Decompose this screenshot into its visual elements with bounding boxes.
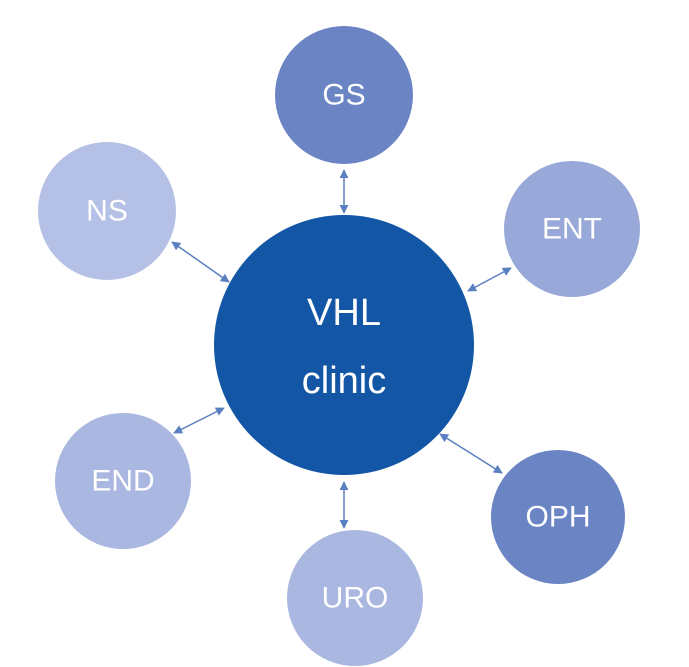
- node-oph-label: OPH: [525, 501, 590, 534]
- node-ent-circle: [504, 161, 640, 297]
- connector-oph: [439, 433, 503, 474]
- node-ns: NS: [38, 142, 176, 280]
- node-ns-circle: [38, 142, 176, 280]
- node-gs-label: GS: [322, 79, 365, 112]
- node-gs-circle: [275, 26, 413, 164]
- connector-ns: [171, 241, 230, 283]
- node-end-circle: [55, 413, 191, 549]
- connector-end: [173, 407, 225, 434]
- connector-ent: [467, 267, 512, 292]
- center-label-line1: VHL: [307, 292, 381, 334]
- node-ent-label: ENT: [542, 213, 602, 246]
- center-label-line2: clinic: [302, 360, 386, 402]
- node-end: END: [55, 413, 191, 549]
- center-circle: [214, 215, 474, 475]
- node-ent: ENT: [504, 161, 640, 297]
- center-node-vhl-clinic: VHL clinic: [214, 215, 474, 475]
- node-uro-circle: [287, 530, 423, 666]
- node-end-label: END: [91, 465, 154, 498]
- node-ns-label: NS: [86, 195, 128, 228]
- node-uro: URO: [287, 530, 423, 666]
- node-uro-label: URO: [322, 582, 389, 615]
- node-gs: GS: [275, 26, 413, 164]
- node-oph: OPH: [491, 450, 625, 584]
- node-oph-circle: [491, 450, 625, 584]
